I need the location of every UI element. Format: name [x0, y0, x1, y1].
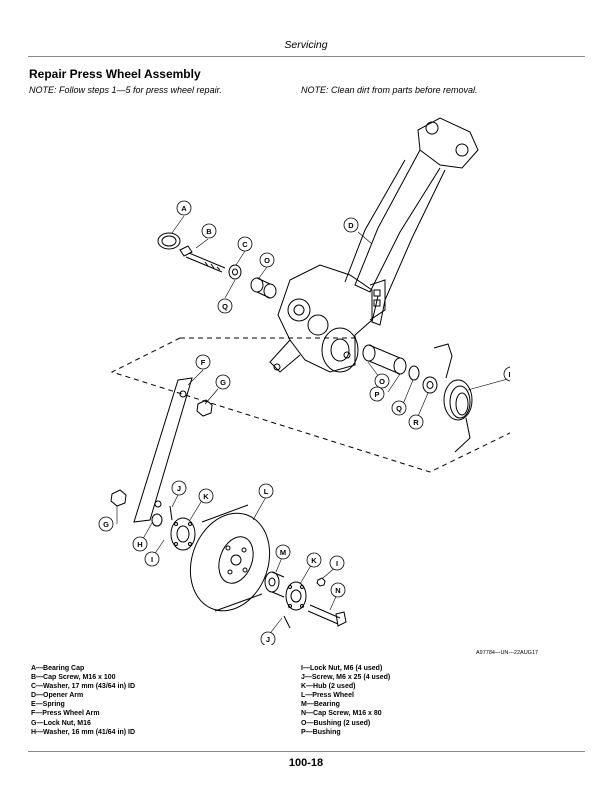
callout-i-upper: I	[144, 551, 160, 567]
washer-h	[151, 513, 163, 527]
callout-o-right: O	[374, 373, 390, 389]
callout-b: B	[201, 223, 217, 239]
svg-text:G: G	[220, 378, 226, 387]
cap-screw-b	[179, 245, 226, 273]
svg-text:E: E	[508, 370, 510, 379]
hub-upper	[170, 517, 196, 551]
press-wheel-arm	[133, 377, 193, 523]
washer-c	[228, 264, 242, 280]
svg-text:K: K	[311, 556, 317, 565]
callout-g-upper: G	[215, 374, 231, 390]
svg-text:G: G	[103, 520, 109, 529]
cap-screw-n	[307, 604, 347, 627]
callout-l: L	[258, 483, 274, 499]
callout-labels: A B C D O Q F G O P E Q R L J K G H I M …	[98, 200, 510, 645]
lock-nut-lower	[110, 489, 127, 507]
callout-q-upper: Q	[217, 298, 233, 314]
legend-item: C—Washer, 17 mm (43/64 in) ID	[31, 683, 135, 691]
svg-text:O: O	[264, 256, 270, 265]
callout-q-right: Q	[391, 400, 407, 416]
legend-item: L—Press Wheel	[301, 692, 354, 700]
legend-item: F—Press Wheel Arm	[31, 710, 100, 718]
callout-f: F	[195, 354, 211, 370]
section-header: Servicing	[284, 39, 328, 51]
svg-text:J: J	[177, 484, 181, 493]
svg-text:D: D	[348, 221, 354, 230]
svg-text:K: K	[203, 492, 209, 501]
bushing-right	[362, 344, 438, 394]
callout-p: P	[369, 386, 385, 402]
callout-i-lower: I	[329, 555, 345, 571]
callout-d: D	[343, 217, 359, 233]
legend-item: J—Screw, M6 x 25 (4 used)	[301, 674, 391, 682]
svg-text:A: A	[181, 204, 187, 213]
svg-text:P: P	[374, 390, 379, 399]
callout-o-upper: O	[259, 252, 275, 268]
parts-legend-right: I—Lock Nut, M6 (4 used) J—Screw, M6 x 25…	[301, 664, 390, 737]
dashed-boundary	[110, 337, 510, 473]
svg-text:H: H	[137, 540, 142, 549]
screw-j-upper	[169, 505, 173, 521]
callout-j-upper: J	[171, 480, 187, 496]
svg-text:B: B	[206, 227, 212, 236]
hub-lower	[285, 581, 307, 611]
svg-text:R: R	[413, 418, 419, 427]
legend-item: D—Opener Arm	[31, 692, 84, 700]
legend-item: A—Bearing Cap	[31, 665, 85, 672]
lock-nut-i	[316, 577, 326, 587]
bearing-m	[264, 571, 285, 598]
legend-item: I—Lock Nut, M6 (4 used)	[301, 665, 383, 672]
legend-item: B—Cap Screw, M16 x 100	[31, 674, 116, 682]
note-clean: NOTE: Clean dirt from parts before remov…	[301, 85, 478, 95]
svg-text:N: N	[335, 586, 340, 595]
lock-nut-upper	[196, 399, 213, 417]
svg-text:Q: Q	[222, 302, 228, 311]
spring	[433, 343, 473, 453]
legend-item: N—Cap Screw, M16 x 80	[301, 710, 382, 718]
svg-text:F: F	[201, 358, 206, 367]
svg-text:Q: Q	[396, 404, 402, 413]
legend-item: K—Hub (2 used)	[301, 683, 356, 691]
parts-legend-left: A—Bearing Cap B—Cap Screw, M16 x 100 C—W…	[31, 664, 135, 737]
bearing-cap	[157, 232, 181, 250]
legend-item: M—Bearing	[301, 701, 340, 709]
opener-arm	[344, 117, 479, 326]
legend-item: G—Lock Nut, M16	[31, 719, 91, 727]
callout-a: A	[176, 200, 192, 216]
svg-text:C: C	[242, 240, 248, 249]
callout-n: N	[330, 582, 346, 598]
page-title: Repair Press Wheel Assembly	[29, 67, 201, 81]
figure-caption: A97784—UN—22AUG17	[476, 650, 539, 656]
callout-c: C	[237, 236, 253, 252]
svg-text:O: O	[379, 377, 385, 386]
page-number: 100-18	[288, 757, 324, 769]
header-rule	[28, 56, 585, 57]
svg-text:L: L	[264, 487, 269, 496]
svg-text:M: M	[280, 548, 286, 557]
callout-j-lower: J	[260, 631, 276, 645]
exploded-view-diagram: A B C D O Q F G O P E Q R L J K G H I M …	[98, 117, 510, 645]
svg-text:I: I	[336, 559, 338, 568]
legend-item: P—Bushing	[301, 728, 341, 736]
legend-item: H—Washer, 16 mm (41/64 in) ID	[31, 728, 135, 736]
callout-g-lower: G	[98, 516, 114, 532]
callout-e: E	[503, 366, 510, 382]
callout-m: M	[275, 544, 291, 560]
svg-text:J: J	[266, 635, 270, 644]
callout-h: H	[132, 536, 148, 552]
legend-item: E—Spring	[31, 701, 65, 709]
svg-text:I: I	[151, 555, 153, 564]
footer-rule	[28, 751, 585, 752]
screw-j-lower	[283, 615, 291, 629]
callout-k-upper: K	[198, 488, 214, 504]
mounting-casting	[269, 264, 386, 373]
callout-r: R	[408, 414, 424, 430]
press-wheel	[189, 504, 271, 612]
legend-item: O—Bushing (2 used)	[301, 719, 371, 727]
note-steps: NOTE: Follow steps 1—5 for press wheel r…	[29, 85, 222, 95]
callout-k-lower: K	[306, 552, 322, 568]
